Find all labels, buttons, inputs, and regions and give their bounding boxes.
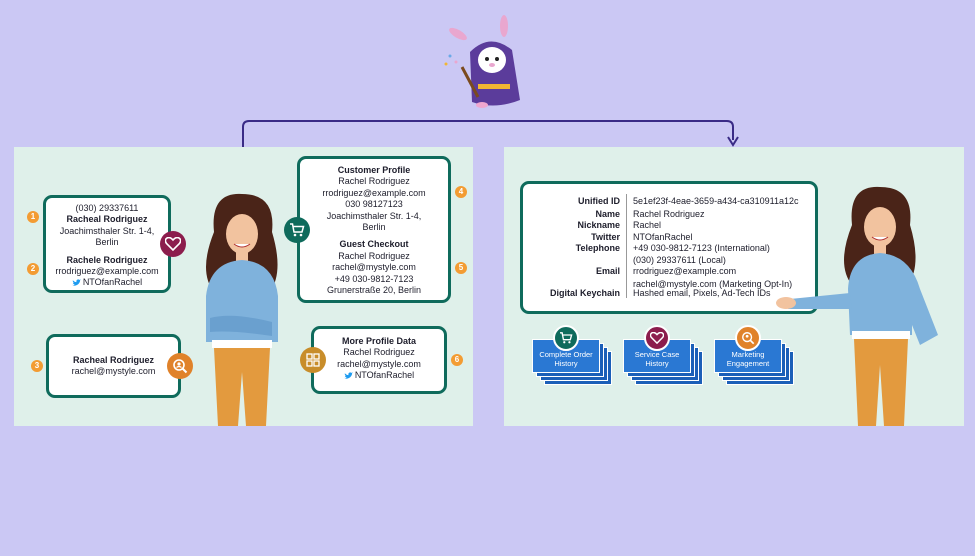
unified-column-divider: [626, 194, 627, 298]
customer-profile-street: Joachimsthaler Str. 1-4,: [326, 210, 422, 221]
heart-icon: [165, 237, 181, 251]
woman-illustration-left: [206, 193, 278, 426]
card1-name2: Rachele Rodriguez: [66, 254, 148, 265]
gift-badge: [300, 347, 326, 373]
guest-checkout-phone: +49 030-9812-7123: [334, 273, 414, 284]
number-badge-6: 6: [451, 354, 463, 366]
card3-name: Racheal Rodriguez: [72, 355, 155, 365]
customer-profile-name: Rachel Rodriguez: [338, 176, 410, 187]
number-badge-5: 5: [455, 262, 467, 274]
contact-card-1: (030) 29337611 Racheal Rodriguez Joachim…: [43, 195, 171, 293]
data-stack: Service Case History: [623, 325, 703, 385]
customer-profile-card: Customer Profile Rachel Rodriguez rrodri…: [297, 156, 451, 303]
card1-email: rrodriguez@example.com: [55, 266, 159, 277]
more-profile-card: More Profile Data Rachel Rodriguez rache…: [311, 326, 447, 394]
cart-icon: [290, 223, 305, 237]
guest-checkout-title: Guest Checkout: [339, 239, 409, 250]
bunny-wizard-mascot-icon: [444, 15, 520, 108]
unified-row-label: Name: [595, 209, 620, 219]
customer-profile-email: rrodriguez@example.com: [322, 187, 426, 198]
data-stack: Marketing Engagement: [714, 325, 794, 385]
unified-profile-card: Unified ID 5e1ef23f-4eae-3659-a434-ca3109…: [520, 181, 818, 314]
more-profile-twitter-row: NTOfanRachel: [343, 370, 415, 381]
more-profile-title: More Profile Data: [341, 336, 417, 346]
card1-twitter-row: NTOfanRachel: [71, 277, 143, 288]
number-badge-4: 4: [455, 186, 467, 198]
cart-icon: [553, 325, 579, 351]
number-badge-3: 3: [31, 360, 43, 372]
person-search-icon: [173, 359, 188, 374]
unified-row-value: rachel@mystyle.com (Marketing Opt-In): [633, 279, 793, 289]
person-search-icon: [735, 325, 761, 351]
card1-street: Joachimsthaler Str. 1-4,: [59, 225, 155, 236]
unified-row-value: Rachel: [633, 220, 662, 230]
more-profile-email: rachel@mystyle.com: [337, 358, 421, 369]
woman-illustration-right: [776, 186, 938, 426]
card1-phone: (030) 29337611: [75, 203, 139, 213]
more-profile-twitter: NTOfanRachel: [354, 370, 415, 381]
guest-checkout-email: rachel@mystyle.com: [332, 262, 416, 273]
unified-row-label: Telephone: [575, 243, 620, 253]
unified-row-value: NTOfanRachel: [633, 232, 693, 242]
card1-city: Berlin: [95, 237, 119, 248]
number-badge-2: 2: [27, 263, 39, 275]
unified-row-value: (030) 29337611 (Local): [633, 255, 726, 265]
number-badge-1: 1: [27, 211, 39, 223]
unified-row-value: Rachel Rodriguez: [633, 209, 705, 219]
unified-row-value: +49 030-9812-7123 (International): [633, 243, 770, 253]
customer-profile-phone: 030 98127123: [345, 199, 403, 210]
heart-icon: [644, 325, 670, 351]
unified-row-label: Nickname: [577, 220, 620, 230]
unified-row-label: Email: [595, 266, 620, 276]
grid-apps-icon: [306, 353, 320, 367]
guest-checkout-address: Grunerstraße 20, Berlin: [326, 285, 422, 296]
unified-row-value: Hashed email, Pixels, Ad-Tech IDs: [633, 288, 771, 298]
twitter-bird-icon: [343, 372, 353, 379]
stack-label: Complete Order History: [532, 339, 600, 373]
card1-name: Racheal Rodriguez: [66, 214, 148, 225]
unified-row-value: 5e1ef23f-4eae-3659-a434-ca310911a12c: [633, 196, 799, 206]
guest-checkout-name: Rachel Rodriguez: [338, 250, 410, 261]
heart-badge: [160, 231, 186, 257]
customer-profile-title: Customer Profile: [337, 165, 411, 175]
card1-twitter: NTOfanRachel: [82, 277, 143, 288]
unified-row-value: rrodriguez@example.com: [633, 266, 737, 276]
card3-email: rachel@mystyle.com: [71, 366, 156, 377]
contact-card-3: Racheal Rodriguez rachel@mystyle.com: [46, 334, 181, 398]
customer-profile-city: Berlin: [362, 222, 386, 233]
unified-row-label: Digital Keychain: [549, 288, 620, 298]
data-stack: Complete Order History: [532, 325, 612, 385]
more-profile-name: Rachel Rodriguez: [343, 347, 415, 358]
unified-row-label: Unified ID: [578, 196, 620, 206]
stack-label: Service Case History: [623, 339, 691, 373]
search-badge: [167, 353, 193, 379]
unified-row-label: Twitter: [591, 232, 620, 242]
twitter-bird-icon: [71, 279, 81, 286]
cart-badge: [284, 217, 310, 243]
